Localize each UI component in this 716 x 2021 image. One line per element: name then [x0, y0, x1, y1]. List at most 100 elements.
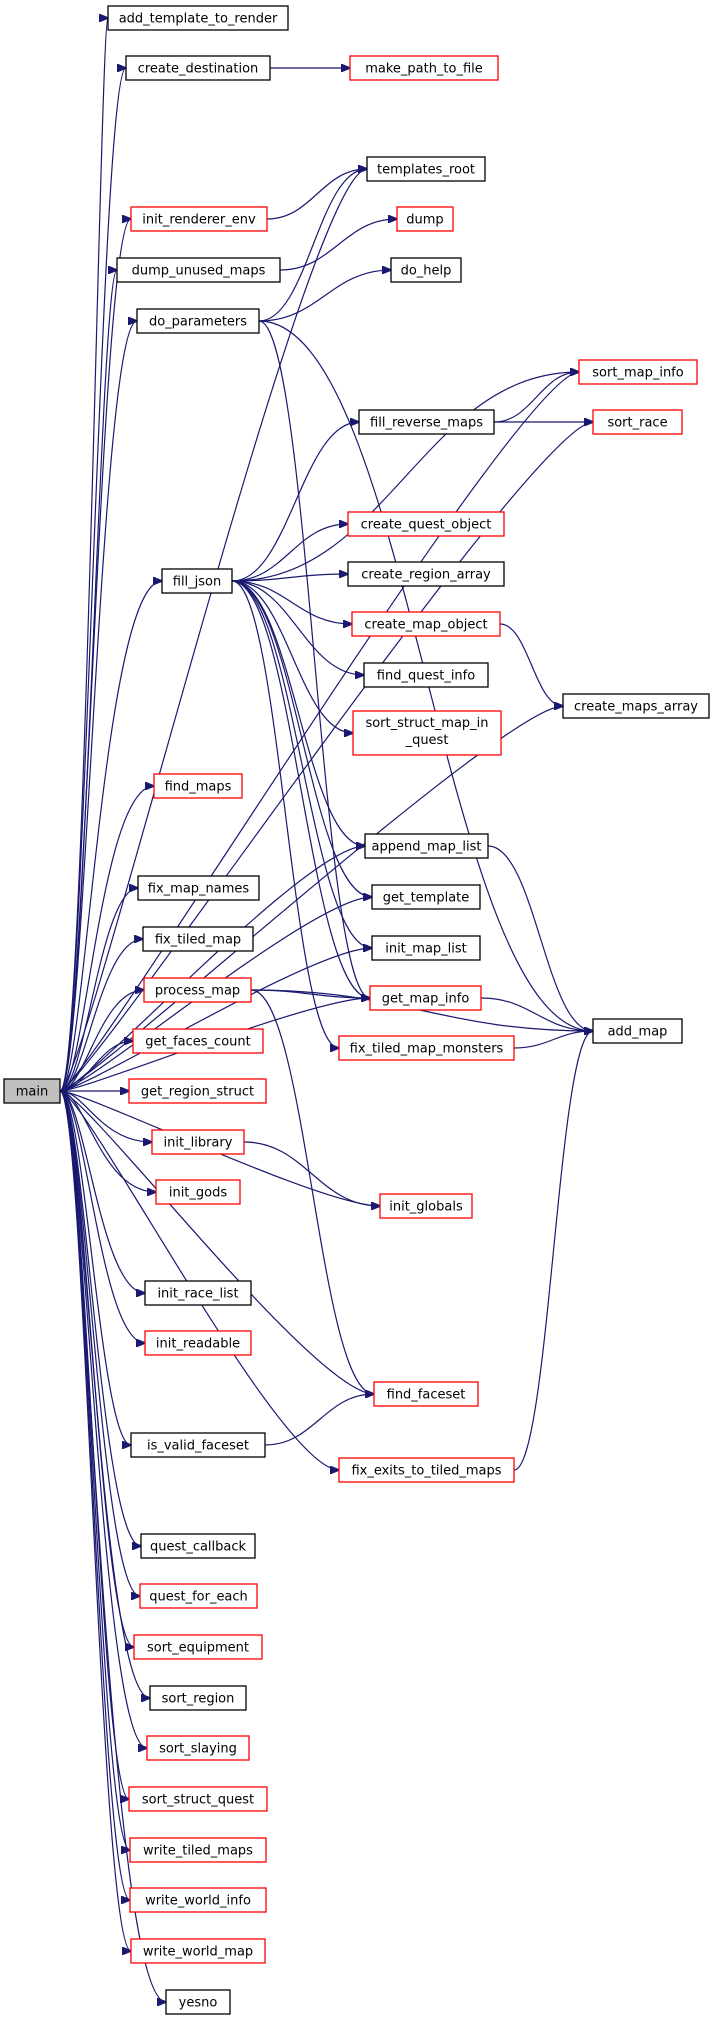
node-box-init_library [151, 1129, 245, 1155]
node-make_path_to_file[interactable]: make_path_to_file [349, 55, 499, 81]
node-create_quest_object[interactable]: create_quest_object [347, 511, 505, 537]
node-box-do_parameters [136, 308, 260, 334]
node-label-sort_race: sort_race [607, 416, 667, 431]
node-do_parameters[interactable]: do_parameters [136, 308, 260, 334]
node-fix_exits_to_tiled_maps[interactable]: fix_exits_to_tiled_maps [338, 1457, 515, 1483]
edge-do_parameters-to-templates_root [258, 169, 367, 322]
node-quest_callback[interactable]: quest_callback [140, 1533, 256, 1559]
node-init_race_list[interactable]: init_race_list [144, 1280, 252, 1306]
node-fix_map_names[interactable]: fix_map_names [137, 875, 260, 901]
node-fix_tiled_map_monsters[interactable]: fix_tiled_map_monsters [338, 1035, 515, 1061]
node-box-create_destination [125, 55, 271, 81]
node-process_map[interactable]: process_map [143, 977, 252, 1003]
node-write_world_info[interactable]: write_world_info [129, 1887, 267, 1913]
node-do_help[interactable]: do_help [390, 257, 462, 283]
node-sort_region[interactable]: sort_region [149, 1685, 247, 1711]
node-sort_map_info[interactable]: sort_map_info [578, 359, 698, 385]
node-add_template_to_render[interactable]: add_template_to_render [107, 5, 289, 31]
node-find_faceset[interactable]: find_faceset [373, 1381, 479, 1407]
node-init_library[interactable]: init_library [151, 1129, 245, 1155]
node-label-fix_exits_to_tiled_maps: fix_exits_to_tiled_maps [351, 1464, 501, 1479]
node-box-sort_equipment [133, 1634, 263, 1660]
edge-main-to-get_faces_count [59, 1041, 133, 1092]
node-label-find_faceset: find_faceset [387, 1388, 466, 1403]
node-label-append_map_list: append_map_list [372, 840, 482, 855]
node-label-get_region_struct: get_region_struct [141, 1085, 254, 1100]
node-label-get_faces_count: get_faces_count [145, 1035, 251, 1050]
node-box-process_map [143, 977, 252, 1003]
node-quest_for_each[interactable]: quest_for_each [139, 1583, 258, 1609]
node-label-get_template: get_template [383, 891, 470, 906]
node-box-write_world_info [129, 1887, 267, 1913]
node-create_destination[interactable]: create_destination [125, 55, 271, 81]
node-find_quest_info[interactable]: find_quest_info [363, 662, 489, 688]
node-write_world_map[interactable]: write_world_map [130, 1938, 266, 1964]
node-label-process_map: process_map [155, 984, 240, 999]
node-box-fill_json [161, 568, 233, 594]
edge-fill_json-to-create_map_object [231, 580, 352, 624]
node-get_template[interactable]: get_template [371, 884, 481, 910]
edge-create_map_object-to-create_maps_array [499, 623, 563, 706]
node-get_map_info[interactable]: get_map_info [369, 985, 482, 1011]
node-is_valid_faceset[interactable]: is_valid_faceset [130, 1432, 266, 1458]
edge-init_library-to-init_globals [243, 1141, 380, 1206]
node-get_region_struct[interactable]: get_region_struct [128, 1078, 267, 1104]
node-sort_struct_map_in_quest[interactable]: sort_struct_map_in_quest [352, 710, 502, 756]
node-label-get_map_info: get_map_info [382, 992, 470, 1007]
edge-fill_reverse_maps-to-sort_map_info [493, 372, 579, 423]
node-fill_reverse_maps[interactable]: fill_reverse_maps [358, 409, 495, 435]
node-sort_struct_quest[interactable]: sort_struct_quest [128, 1786, 268, 1812]
node-box-find_maps [153, 773, 243, 799]
node-dump[interactable]: dump [396, 206, 454, 232]
node-box-dump [396, 206, 454, 232]
node-create_map_object[interactable]: create_map_object [351, 611, 501, 637]
node-fill_json[interactable]: fill_json [161, 568, 233, 594]
node-label-dump: dump [406, 213, 443, 228]
node-init_globals[interactable]: init_globals [379, 1193, 473, 1219]
edge-main-to-find_faceset [59, 1090, 374, 1394]
node-fix_tiled_map[interactable]: fix_tiled_map [142, 926, 254, 952]
node-yesno[interactable]: yesno [165, 1989, 231, 2015]
node-label-sort_map_info: sort_map_info [592, 366, 683, 381]
node-sort_race[interactable]: sort_race [592, 409, 683, 435]
edge-main-to-create_destination [59, 68, 126, 1092]
node-templates_root[interactable]: templates_root [366, 156, 486, 182]
node-label-init_readable: init_readable [156, 1337, 240, 1352]
node-create_maps_array[interactable]: create_maps_array [562, 693, 710, 719]
edge-do_parameters-to-get_map_info [258, 320, 370, 998]
node-init_map_list[interactable]: init_map_list [371, 935, 481, 961]
node-create_region_array[interactable]: create_region_array [347, 561, 505, 587]
node-label-quest_for_each: quest_for_each [149, 1590, 248, 1605]
node-append_map_list[interactable]: append_map_list [364, 833, 489, 859]
node-find_maps[interactable]: find_maps [153, 773, 243, 799]
edge-main-to-do_parameters [59, 321, 137, 1092]
node-box-init_map_list [371, 935, 481, 961]
edge-fill_json-to-create_quest_object [231, 524, 348, 582]
node-label-fix_tiled_map: fix_tiled_map [155, 933, 241, 948]
edge-main-to-find_maps [59, 786, 154, 1092]
node-sort_slaying[interactable]: sort_slaying [146, 1735, 250, 1761]
node-get_faces_count[interactable]: get_faces_count [132, 1028, 264, 1054]
node-dump_unused_maps[interactable]: dump_unused_maps [116, 257, 281, 283]
node-label-write_world_map: write_world_map [143, 1945, 253, 1960]
edge-main-to-sort_map_info [59, 372, 579, 1092]
node-box-sort_slaying [146, 1735, 250, 1761]
node-box-add_template_to_render [107, 5, 289, 31]
node-label-create_map_object: create_map_object [364, 618, 487, 633]
edge-is_valid_faceset-to-find_faceset [264, 1394, 374, 1446]
node-box-sort_map_info [578, 359, 698, 385]
node-add_map[interactable]: add_map [592, 1018, 683, 1044]
node-init_renderer_env[interactable]: init_renderer_env [130, 206, 268, 232]
node-label-init_library: init_library [164, 1136, 233, 1151]
node-label-sort_region: sort_region [162, 1692, 235, 1707]
node-label-create_maps_array: create_maps_array [574, 700, 698, 715]
node-box-quest_for_each [139, 1583, 258, 1609]
node-init_gods[interactable]: init_gods [155, 1179, 241, 1205]
node-box-get_faces_count [132, 1028, 264, 1054]
node-box-init_gods [155, 1179, 241, 1205]
node-sort_equipment[interactable]: sort_equipment [133, 1634, 263, 1660]
node-main[interactable]: main [3, 1078, 61, 1104]
node-init_readable[interactable]: init_readable [144, 1330, 252, 1356]
node-write_tiled_maps[interactable]: write_tiled_maps [129, 1837, 267, 1863]
node-box-init_race_list [144, 1280, 252, 1306]
